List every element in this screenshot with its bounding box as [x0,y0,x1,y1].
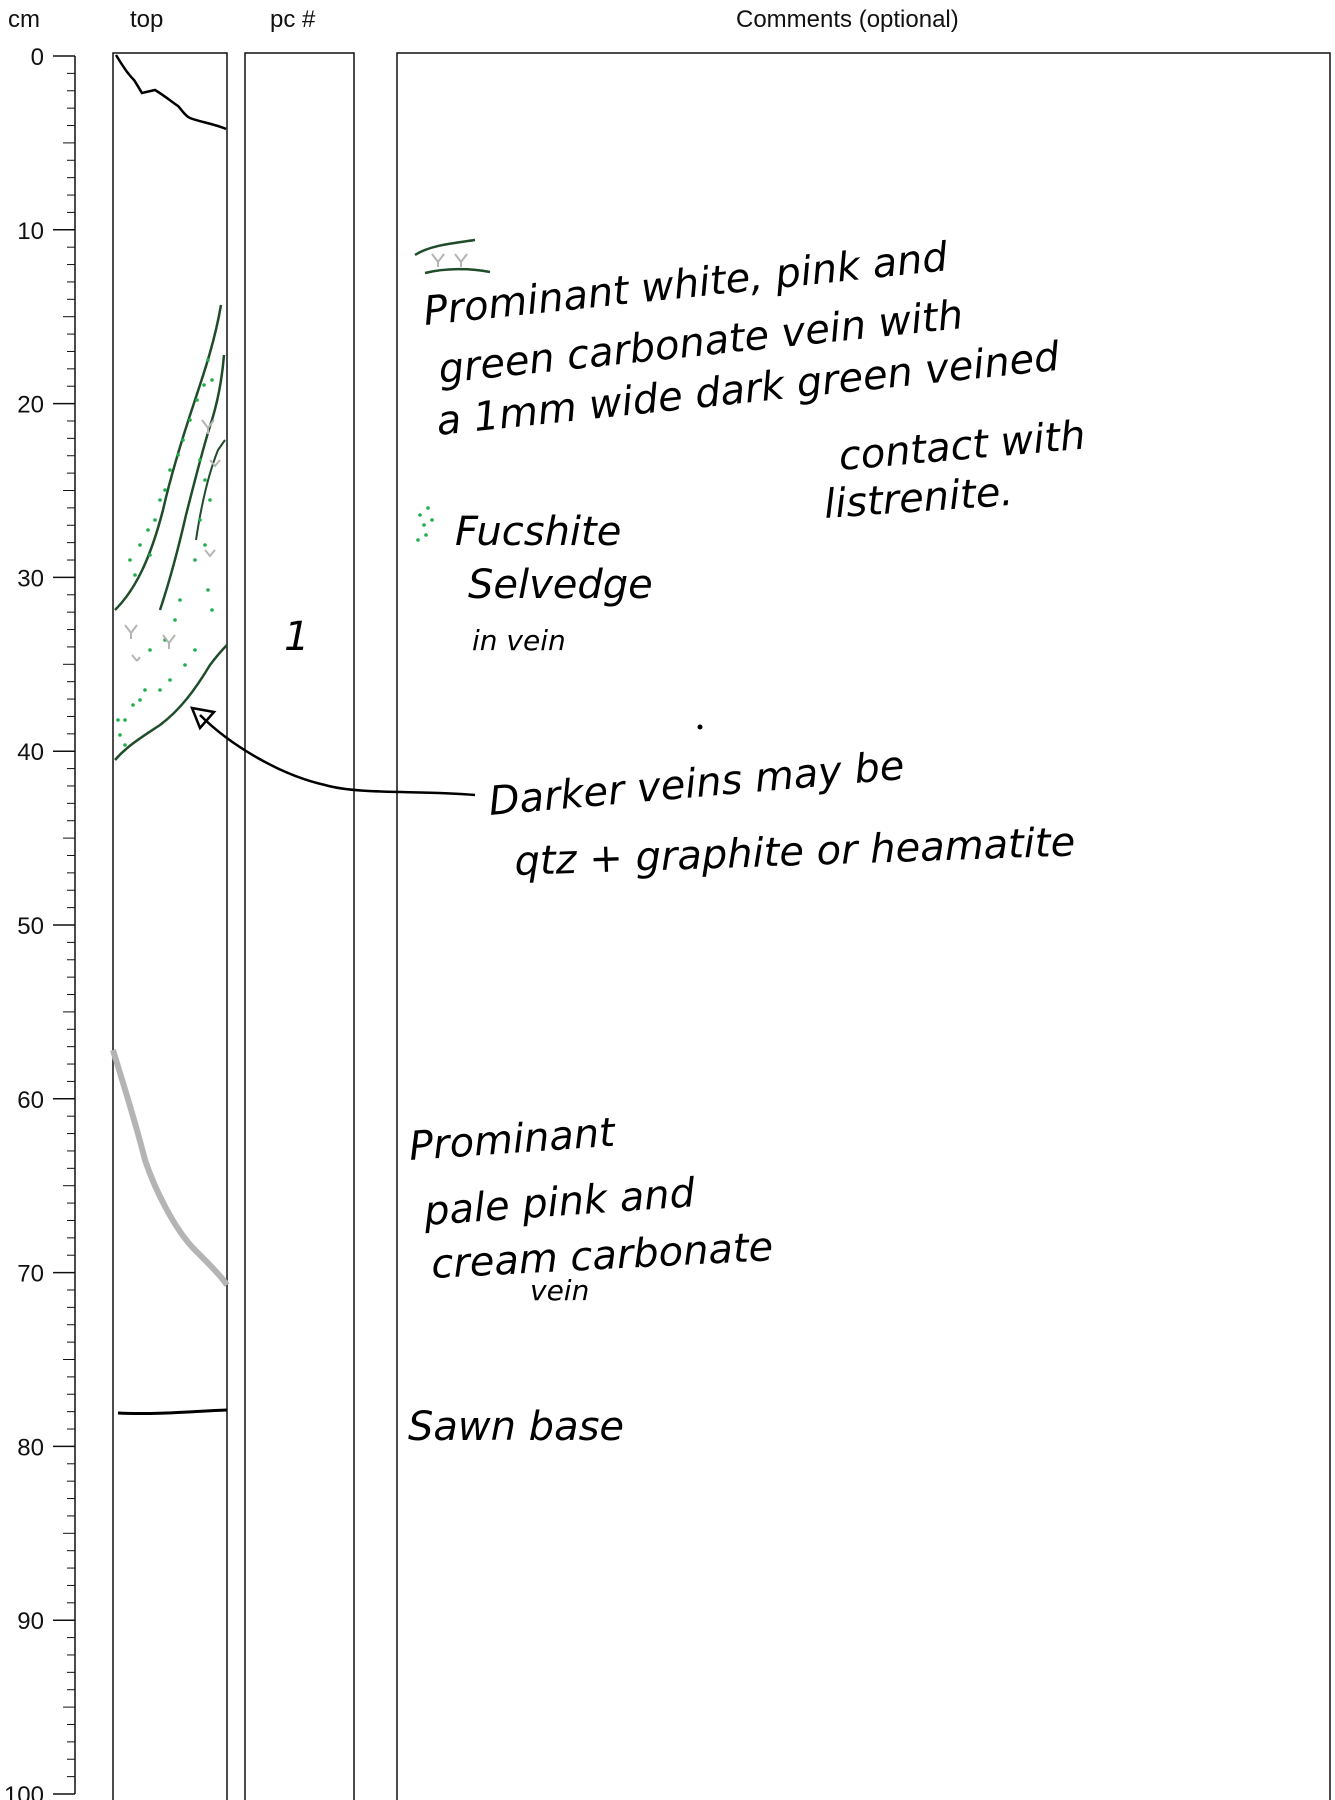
pc-number-column-box [244,52,355,1800]
depth-tick-label: 40 [17,739,44,766]
fuchsite-legend-dots [416,506,434,542]
vein-lower-margin [114,644,228,761]
vein-symbol-legend [414,238,491,275]
darker-veins-line-1: Darker veins may be [487,743,906,825]
vein-inner-margin-2 [195,439,226,541]
vein-upper-margin [114,304,223,611]
pale-vein-line-2: pale pink and [421,1170,696,1235]
header-pc-number: pc # [270,6,316,33]
piece-number-1: 1 [284,614,309,660]
darker-veins-arrowhead [190,706,217,731]
fuchsite-dots [116,358,214,747]
header-cm: cm [8,6,40,33]
pale-vein-line-4: vein [530,1274,589,1307]
depth-tick-label: 80 [17,1434,44,1461]
sawn-base-note: Sawn base [408,1404,624,1450]
fuchsite-note-line-2: Selvedge [468,562,653,608]
vein-inner-margin [158,354,226,611]
darker-veins-line-2: qtz + graphite or heamatite [514,819,1076,885]
header-comments: Comments (optional) [736,6,959,33]
ink-dot [697,724,703,730]
depth-tick-label: 10 [17,218,44,245]
pale-vein-line-1: Prominant [407,1110,617,1170]
pale-vein-line-3: cream carbonate [430,1224,774,1288]
vein-note-line-4: contact with [837,413,1087,480]
depth-tick-label: 100 [4,1782,44,1800]
depth-tick-label: 0 [31,44,44,71]
fuchsite-note-line-3: in vein [472,624,566,657]
header-top: top [130,6,164,33]
depth-tick-label: 30 [17,565,44,592]
darker-veins-arrow [199,714,476,797]
depth-tick-label: 20 [17,392,44,419]
top-column-box [112,52,228,1800]
comments-column-box [396,52,1331,1800]
fuchsite-note-line-1: Fucshite [455,509,621,555]
green-carbonate-vein [114,304,228,761]
depth-tick-label: 70 [17,1261,44,1288]
carbonate-symbols [124,419,221,662]
depth-scale: 0 10 20 30 40 50 60 70 80 90 100 [4,44,76,1800]
depth-tick-label: 90 [17,1608,44,1635]
depth-tick-label: 50 [17,913,44,940]
sawn-base-line [117,1408,228,1416]
pale-carbonate-vein [110,1049,230,1287]
depth-tick-label: 60 [17,1087,44,1114]
upper-contact-line [114,54,227,131]
